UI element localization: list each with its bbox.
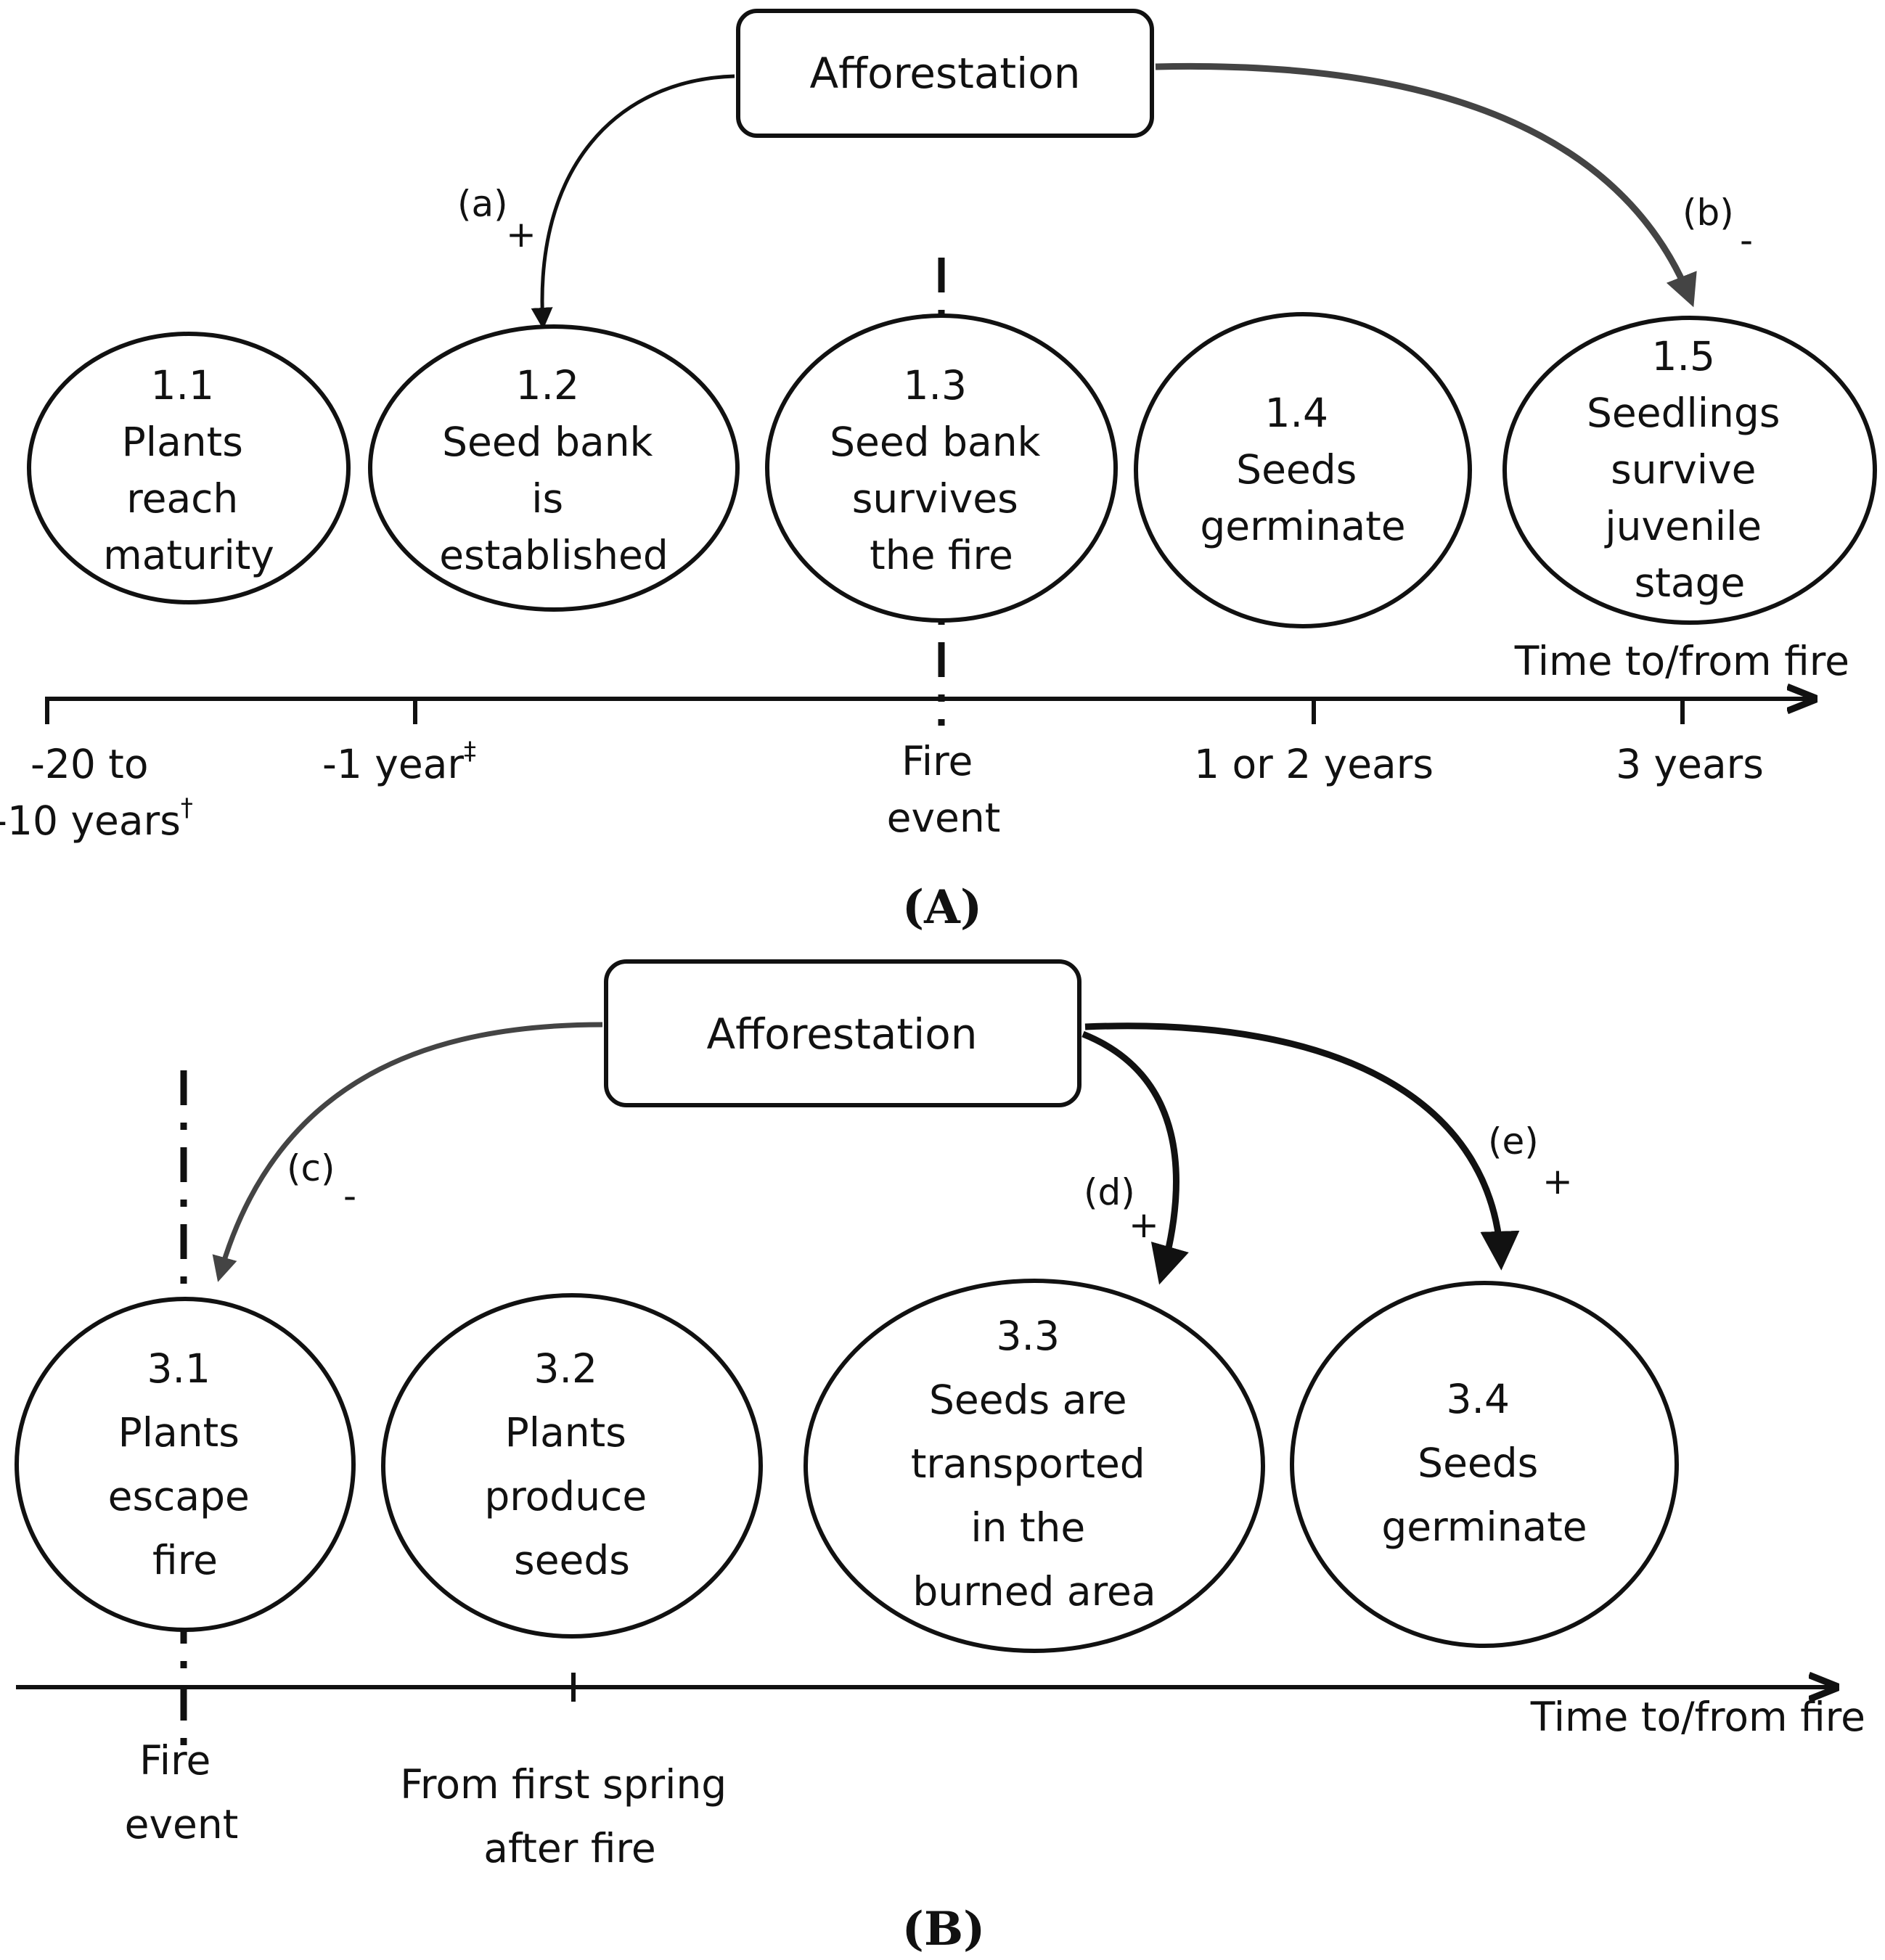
tick-label-a-2: -1 year‡ bbox=[322, 737, 476, 787]
edge-e-arrow bbox=[1084, 1022, 1520, 1271]
edge-e-label: (e) bbox=[1488, 1120, 1539, 1163]
edge-e-sign: + bbox=[1542, 1160, 1573, 1202]
edge-c-label: (c) bbox=[287, 1147, 335, 1189]
tick-label-a-5: 3 years bbox=[1616, 741, 1764, 787]
tick-label-a-4: 1 or 2 years bbox=[1194, 741, 1434, 787]
panel-label-a: (A) bbox=[902, 880, 982, 935]
tick-label-b-1: Fire event bbox=[125, 1737, 239, 1848]
edge-c-sign: - bbox=[343, 1175, 356, 1217]
edge-c-arrow bbox=[212, 1022, 603, 1282]
node-1-1: 1.1 Plants reach maturity bbox=[27, 332, 351, 604]
edge-d-label: (d) bbox=[1084, 1171, 1135, 1213]
node-1-2: 1.2 Seed bank is established bbox=[368, 324, 740, 612]
edge-b-sign: - bbox=[1740, 219, 1753, 261]
panel-label-b: (B) bbox=[902, 1902, 986, 1956]
node-3-1: 3.1 Plants escape fire bbox=[15, 1297, 356, 1632]
edge-b-arrow bbox=[1155, 62, 1697, 308]
edge-a-sign: + bbox=[506, 213, 536, 255]
edge-a-arrow bbox=[531, 74, 735, 329]
node-1-3: 1.3 Seed bank survives the fire bbox=[765, 313, 1118, 623]
node-3-2-label: 3.2 Plants produce seeds bbox=[484, 1345, 659, 1583]
tick-label-a-1: -20 to -10 years† bbox=[0, 741, 193, 844]
panel-a: Afforestation (a) + (b) - 1.1 Plants rea… bbox=[0, 9, 1877, 935]
afforestation-box-a: Afforestation bbox=[736, 9, 1154, 138]
panel-b: Afforestation (c) - (d) + (e) + 3.1 Plan… bbox=[15, 959, 1865, 1956]
edge-a-label: (a) bbox=[457, 183, 508, 225]
time-axis-a: Time to/from fire -20 to -10 years† -1 y… bbox=[0, 638, 1849, 844]
edge-b-label: (b) bbox=[1682, 192, 1734, 234]
axis-title-b: Time to/from fire bbox=[1530, 1694, 1865, 1740]
tick-label-a-3: Fire event bbox=[887, 738, 1001, 841]
node-1-1-label: 1.1 Plants reach maturity bbox=[103, 362, 274, 578]
edge-d-arrow bbox=[1081, 1030, 1189, 1285]
afforestation-label-b: Afforestation bbox=[707, 1009, 978, 1059]
node-1-2-label: 1.2 Seed bank is established bbox=[439, 362, 668, 578]
axis-title-a: Time to/from fire bbox=[1514, 638, 1849, 684]
edge-d-sign: + bbox=[1129, 1204, 1159, 1246]
time-axis-b: Time to/from fire Fire event From first … bbox=[16, 1673, 1865, 1871]
node-1-5: 1.5 Seedlings survive juvenile stage bbox=[1502, 316, 1877, 625]
node-3-4-label: 3.4 Seeds germinate bbox=[1381, 1376, 1587, 1550]
tick-label-b-2: From first spring after fire bbox=[400, 1761, 739, 1871]
node-3-3-label: 3.3 Seeds are transported in the burned … bbox=[911, 1313, 1158, 1615]
node-1-4: 1.4 Seeds germinate bbox=[1134, 312, 1472, 628]
node-3-3: 3.3 Seeds are transported in the burned … bbox=[804, 1279, 1265, 1653]
node-1-4-label: 1.4 Seeds germinate bbox=[1200, 390, 1405, 549]
node-1-3-label: 1.3 Seed bank survives the fire bbox=[830, 362, 1053, 578]
node-3-4: 3.4 Seeds germinate bbox=[1290, 1281, 1679, 1648]
node-3-2: 3.2 Plants produce seeds bbox=[381, 1293, 763, 1639]
afforestation-box-b: Afforestation bbox=[604, 959, 1081, 1107]
node-3-1-label: 3.1 Plants escape fire bbox=[108, 1345, 263, 1583]
node-1-5-label: 1.5 Seedlings survive juvenile stage bbox=[1587, 333, 1793, 606]
afforestation-label-a: Afforestation bbox=[810, 49, 1081, 98]
